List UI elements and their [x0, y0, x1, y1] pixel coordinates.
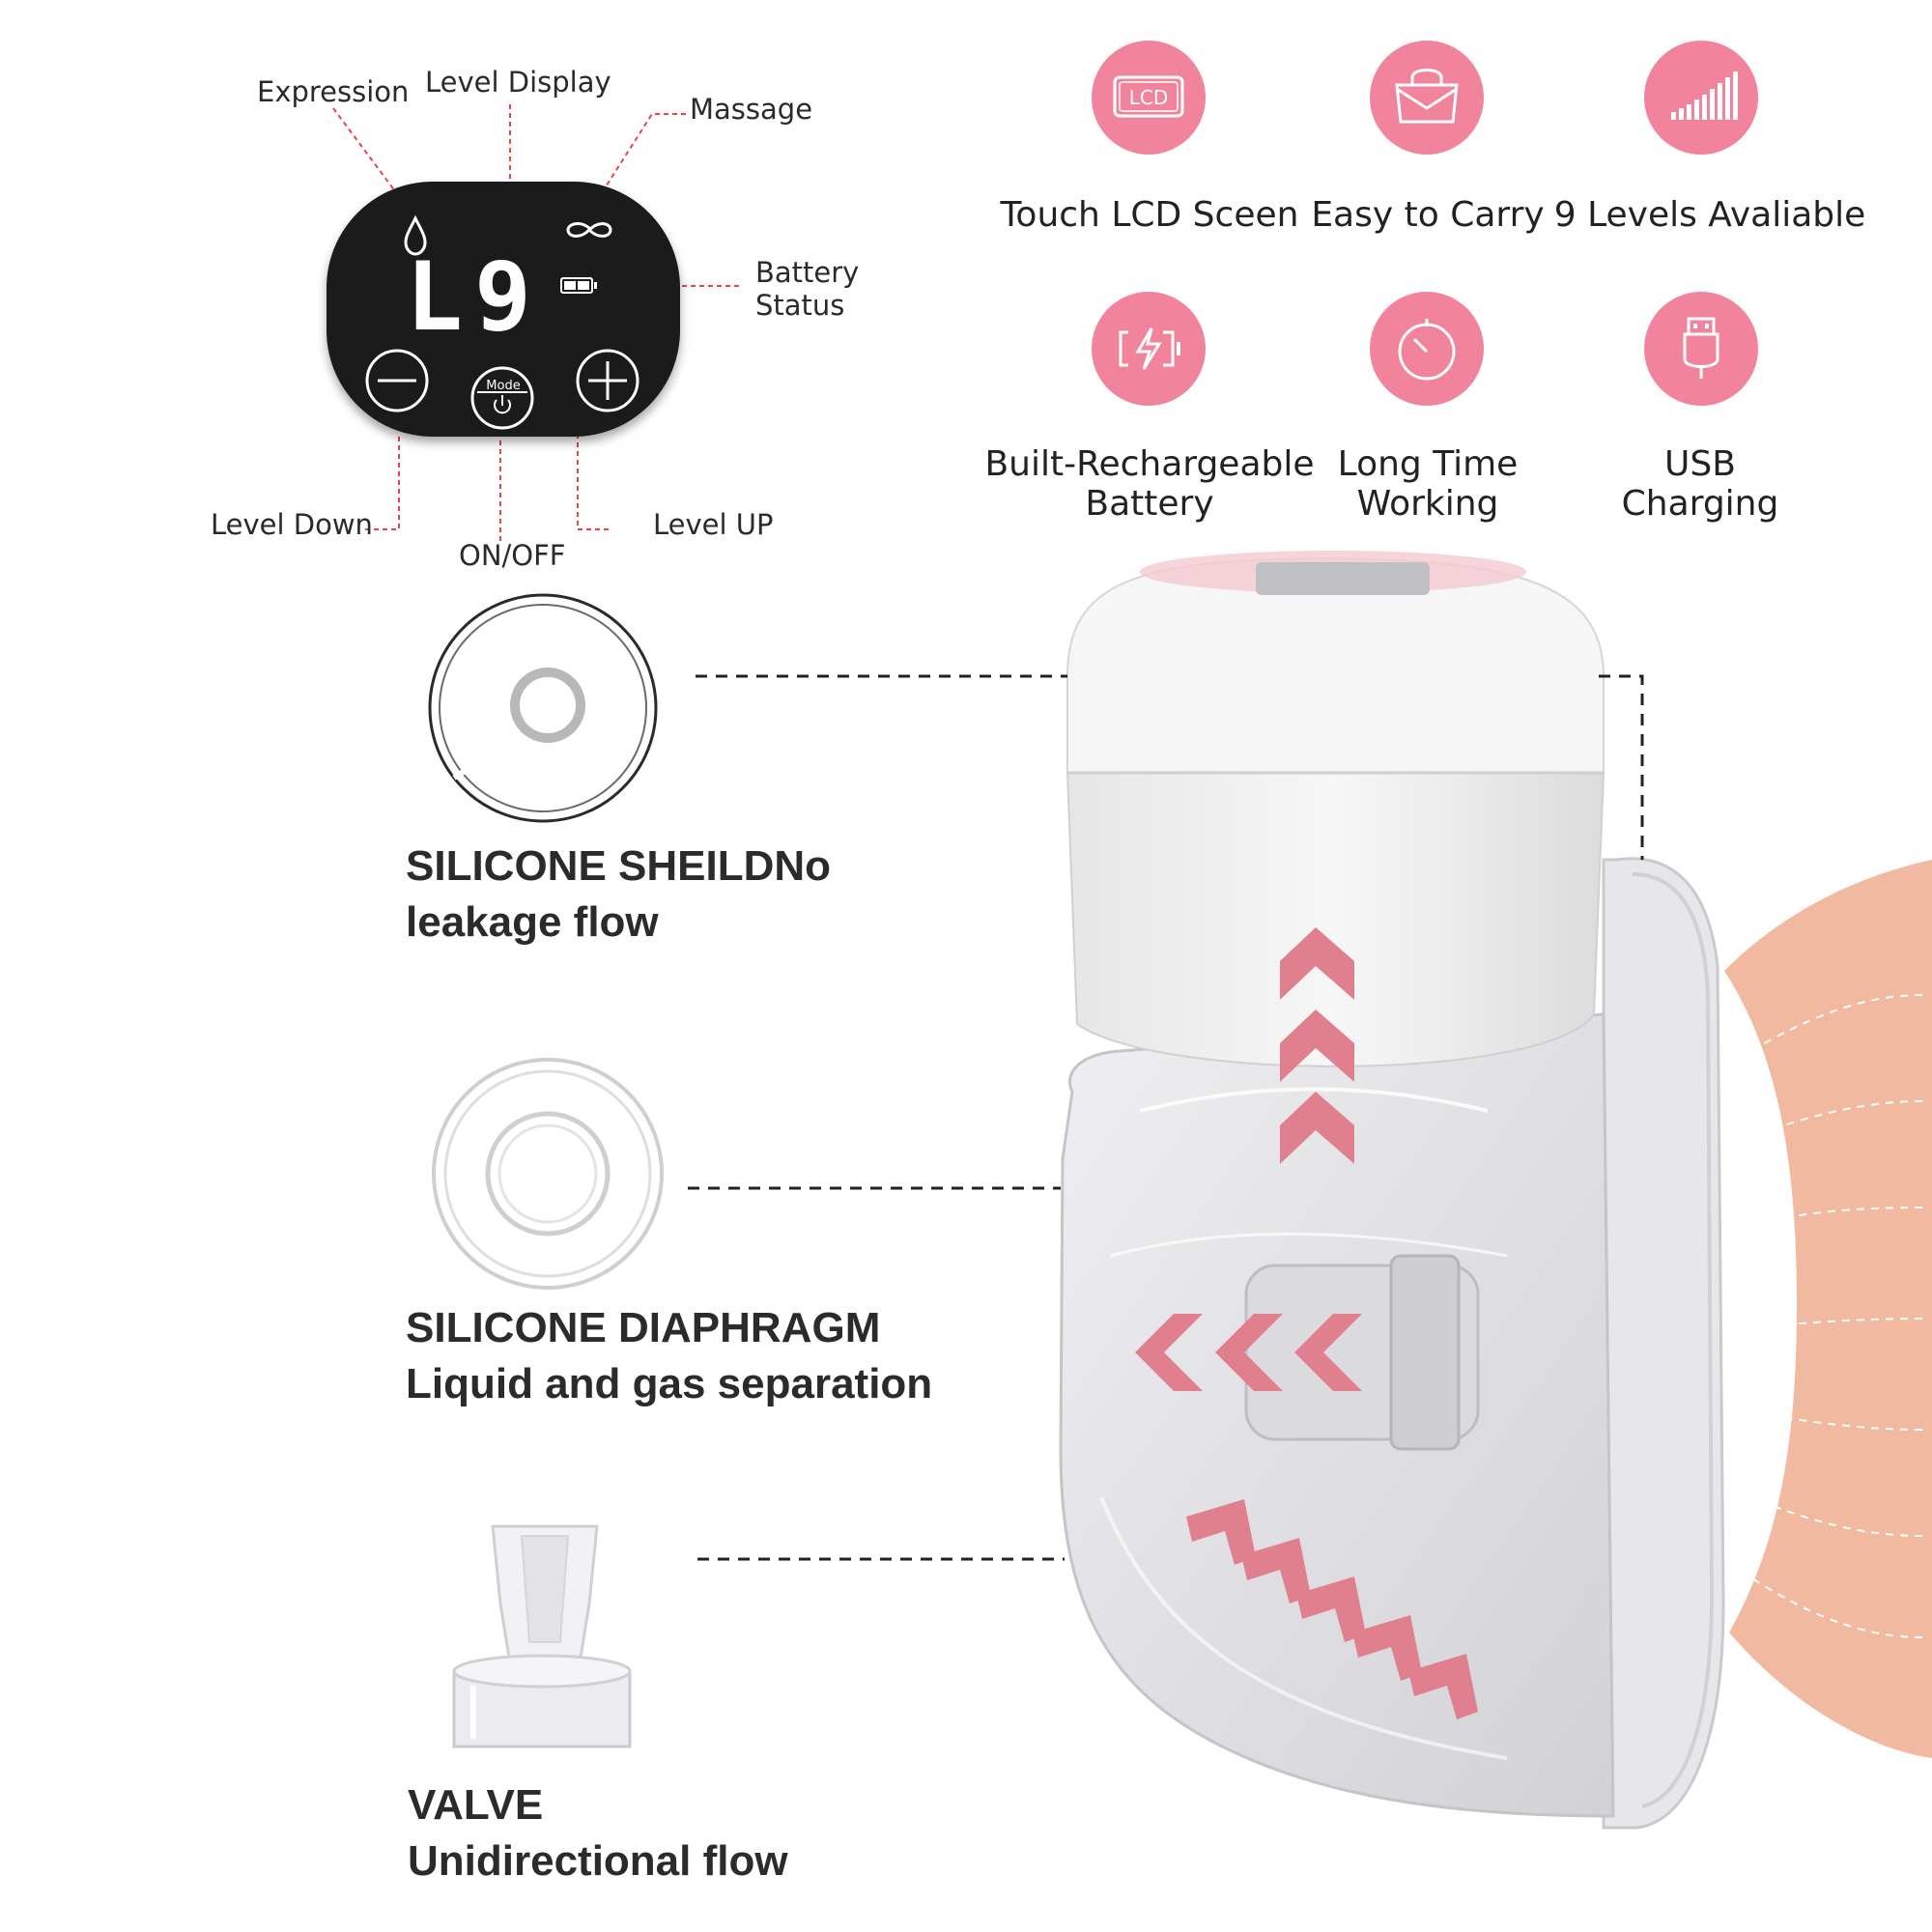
infinity-icon — [566, 222, 612, 238]
top-display — [1256, 562, 1430, 595]
feature-circle-lcd: LCD — [1092, 41, 1206, 155]
part-diaphragm-subtitle: Liquid and gas separation — [406, 1360, 933, 1407]
flange — [1602, 857, 1725, 1830]
breast-pump-illustration — [428, 551, 1932, 1830]
feature-circle-battery — [1092, 292, 1206, 406]
feature-label-timer: Long Time Working — [1254, 444, 1602, 524]
feature-usb-line1: USB — [1664, 444, 1736, 484]
feature-battery-line1: Built-Rechargeable — [984, 444, 1315, 484]
feature-usb-line2: Charging — [1621, 484, 1779, 524]
part-shield-subtitle: leakage flow — [406, 898, 659, 946]
label-massage: Massage — [690, 93, 813, 126]
lcd-panel-graphics — [365, 214, 639, 430]
level-display-value: L9 — [406, 242, 544, 353]
part-connector-lines — [688, 674, 1644, 1561]
usb-icon — [1683, 317, 1719, 379]
drop-icon — [404, 214, 427, 256]
feature-battery-line2: Battery — [1085, 484, 1214, 524]
upward-flow-arrows — [1280, 927, 1354, 1164]
outflow-arrows — [1186, 1499, 1478, 1719]
minus-button-icon — [365, 349, 429, 412]
feature-carry-line1: Easy to Carry — [1311, 195, 1545, 235]
feature-label-levels: 9 Levels Avaliable — [1526, 195, 1893, 235]
label-battery-status-2: Status — [755, 289, 845, 322]
part-diaphragm-title: SILICONE DIAPHRAGM — [406, 1304, 881, 1351]
label-on-off: ON/OFF — [459, 539, 566, 572]
silicone-diaphragm-image — [432, 1058, 664, 1290]
silicone-shield-image — [428, 593, 658, 823]
feature-lcd-line1: Touch LCD Sceen — [1000, 195, 1299, 235]
battery-icon — [560, 277, 597, 294]
part-valve-title: VALVE — [408, 1781, 544, 1829]
timer-icon — [1398, 319, 1456, 381]
label-level-down: Level Down — [211, 508, 373, 541]
plus-button-icon — [576, 349, 639, 412]
part-shield-title: SILICONE SHEILDNo — [406, 842, 832, 890]
leftward-flow-arrows — [1135, 1314, 1362, 1391]
mode-button-label: Mode — [486, 379, 521, 393]
svg-text:LCD: LCD — [1129, 86, 1169, 109]
lcd-panel — [327, 182, 680, 437]
feature-label-battery: Built-Rechargeable Battery — [966, 444, 1333, 524]
valve-image — [452, 1524, 632, 1748]
control-panel-diagram: Expression Level Display Massage Battery… — [0, 0, 966, 580]
skin-shape — [1724, 860, 1932, 1758]
part-valve-subtitle: Unidirectional flow — [408, 1837, 788, 1885]
lcd-icon: LCD — [1113, 75, 1184, 118]
label-expression: Expression — [257, 75, 410, 108]
label-level-display: Level Display — [425, 66, 611, 99]
label-battery-status-1: Battery — [755, 256, 860, 289]
feature-circle-levels — [1644, 41, 1758, 155]
feature-levels-line1: 9 Levels Avaliable — [1553, 195, 1866, 235]
signal-levels-icon — [1671, 71, 1738, 120]
feature-grid: LCD Touch LCD Sceen Easy t — [947, 19, 1932, 541]
feature-timer-line1: Long Time — [1337, 444, 1519, 484]
battery-charge-icon — [1119, 327, 1180, 370]
feature-label-lcd: Touch LCD Sceen — [976, 195, 1323, 235]
feature-label-usb: USB Charging — [1526, 444, 1874, 524]
feature-label-carry: Easy to Carry — [1254, 195, 1602, 235]
feature-timer-line2: Working — [1356, 484, 1499, 524]
label-level-up: Level UP — [653, 508, 774, 541]
feature-circle-usb — [1644, 292, 1758, 406]
suction-flow-lines — [1738, 994, 1923, 1638]
feature-circle-bag — [1370, 41, 1484, 155]
bag-icon — [1395, 69, 1459, 124]
mode-power-button-icon — [470, 366, 534, 430]
feature-circle-timer — [1370, 292, 1484, 406]
